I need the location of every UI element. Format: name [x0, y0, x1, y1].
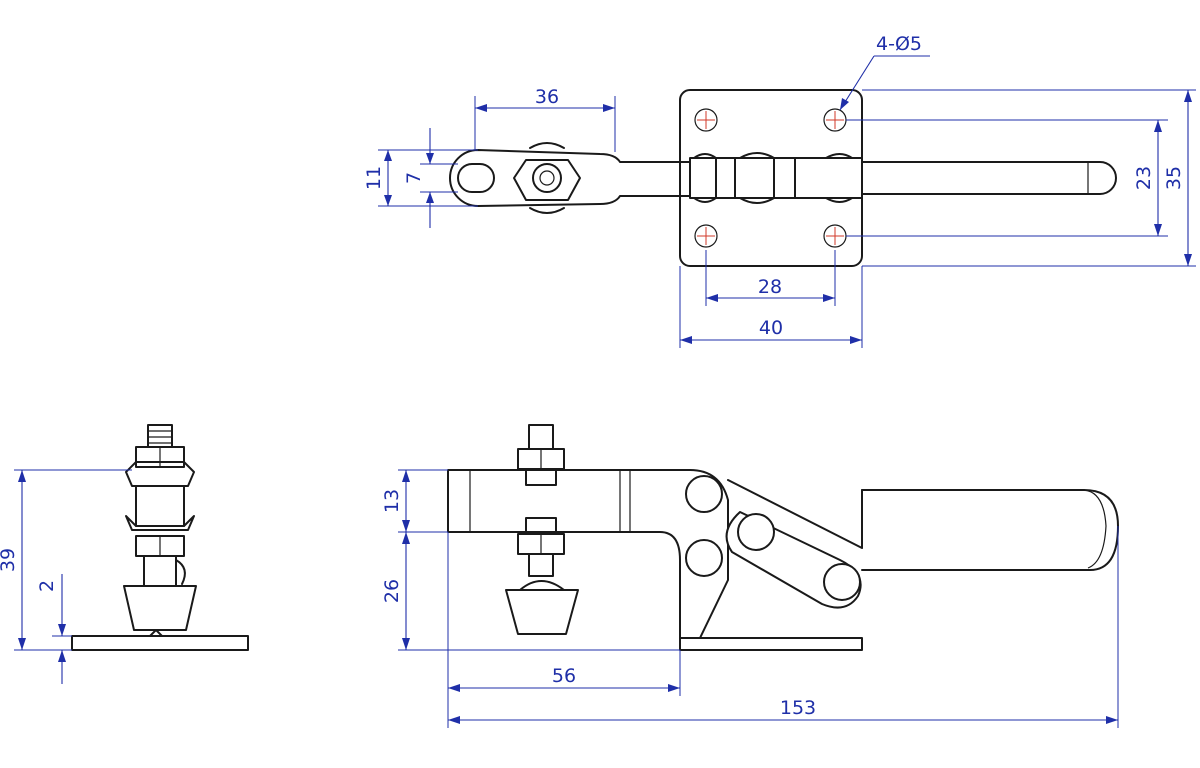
- hex-nut-top: [513, 159, 581, 201]
- dim-7: 7: [403, 172, 425, 184]
- dim-153: 153: [780, 697, 816, 719]
- spindle-front: [528, 553, 554, 577]
- dim-23: 23: [1133, 166, 1155, 190]
- clamp-body-front: [447, 469, 729, 639]
- top-view: 36 11 7 28 40 23: [363, 33, 1196, 348]
- pressure-pad-front: [505, 589, 579, 635]
- handle-front: [861, 489, 1119, 571]
- handle-top: [861, 161, 1117, 195]
- slot: [457, 163, 495, 193]
- clip-upper: [125, 461, 195, 487]
- front-view: 13 26 56 153: [381, 424, 1119, 728]
- stud-top-side: [147, 424, 173, 448]
- pad-neck: [519, 580, 565, 591]
- dim-40: 40: [759, 317, 783, 339]
- spindle-top: [532, 163, 562, 193]
- dim-2: 2: [36, 580, 58, 592]
- washer-upper-front: [525, 468, 557, 486]
- pivot-link-a: [737, 513, 775, 551]
- hole-callout: 4-Ø5: [876, 33, 922, 55]
- link-body-top: [689, 157, 863, 199]
- dim-28: 28: [758, 276, 782, 298]
- washer-top: [529, 142, 565, 149]
- pivot-upper: [685, 475, 723, 513]
- mounting-hole: [694, 108, 718, 132]
- dim-11: 11: [363, 166, 385, 190]
- washer-bottom: [529, 207, 565, 214]
- clip-lower: [125, 515, 195, 531]
- side-view: 39 2: [0, 424, 249, 684]
- mounting-hole: [823, 108, 847, 132]
- stud-top-front: [528, 424, 554, 450]
- mounting-hole: [823, 224, 847, 248]
- link-upper-edge: [727, 479, 863, 549]
- base-plate-front: [679, 637, 863, 651]
- dim-26: 26: [381, 579, 403, 603]
- clamp-arm-top: [449, 149, 691, 207]
- dim-39: 39: [0, 548, 19, 572]
- pressure-pad-side: [123, 585, 197, 631]
- dim-13: 13: [381, 489, 403, 513]
- pivot-link-b: [823, 563, 861, 601]
- arm-body-side: [135, 485, 185, 527]
- spring-clip: [175, 559, 186, 585]
- dim-35: 35: [1163, 166, 1185, 190]
- spindle-side: [143, 555, 177, 587]
- base-plate-side: [71, 635, 249, 651]
- pivot-lower: [685, 539, 723, 577]
- mounting-hole: [694, 224, 718, 248]
- dim-36: 36: [535, 86, 559, 108]
- spindle-core: [539, 170, 555, 186]
- dim-56: 56: [552, 665, 576, 687]
